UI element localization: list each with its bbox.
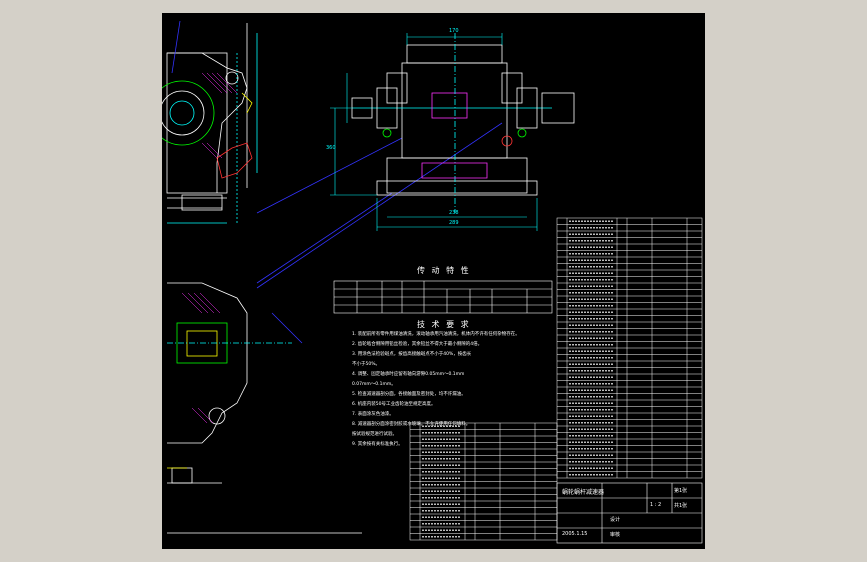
tech-requirement-line: 6. 机座内装50号工业齿轮油至规定高度。 [352,402,436,407]
tech-requirement-line: 4. 调整、固定轴承时应留有轴向游隙0.05mm～0.1mm [352,372,465,377]
title-date: 2005.1.15 [562,531,588,537]
tech-requirement-line: 2. 齿轮啮合侧隙用铅丝检验，其余铅丝不得大于最小侧隙的4倍。 [352,342,483,347]
dim-base-outer: 289 [449,220,459,226]
tech-requirement-line: 7. 表面涂灰色油漆。 [352,412,394,417]
oil-seal [216,142,253,179]
dim-height: 360 [326,145,336,151]
transmission-table [333,280,553,314]
parts-list [556,217,703,479]
bearing-circle-mid [162,90,205,136]
title-drawing-name: 蜗轮蜗杆减速器 [562,489,605,496]
lower-housing [386,157,528,194]
title-sheet: 第1张 [674,488,688,494]
front-view [351,33,575,213]
tech-requirement-line: 1. 装配前所有零件用煤油清洗，滚动轴承用汽油清洗，机体内不许有任何杂物存在。 [352,332,520,337]
side-hatch [201,72,238,159]
title-block [556,482,703,544]
parts-list-lower [409,422,558,541]
title-total: 共1张 [674,503,688,509]
side-leaders [171,20,503,289]
dim-top-width: 170 [449,28,459,34]
side-view-top [162,23,258,224]
tech-requirement-line: 不小于50%。 [352,362,381,367]
upper-housing [401,62,508,159]
base-flange [376,180,538,196]
tech-requirement-line: 8. 减速器剖分面涂密封胶或水玻璃，不允许使用任何填料。 [352,422,471,427]
cad-drawing [162,20,703,544]
tech-requirement-line: 0.07mm～0.1mm。 [352,382,396,387]
dim-base-inner: 238 [449,210,459,216]
tech-requirement-line: 3. 用涂色法检验斑点，按齿高接触斑点不小于40%，按齿长 [352,352,472,357]
transmission-table-title: 传 动 特 性 [417,266,471,275]
section-housing [167,282,248,444]
section-hatch [181,292,221,424]
side-view-bottom [167,282,362,534]
title-scale: 1 : 2 [650,502,662,508]
tech-requirements-title: 技 术 要 求 [417,320,471,329]
top-cover [406,44,503,64]
bearing-circle-inner [169,100,195,126]
title-designer: 设计 [610,517,621,523]
foot-pad [181,194,223,211]
bolt-circle [225,71,239,85]
tech-requirement-line: 9. 其余按有关标准执行。 [352,442,403,447]
bearing-circle-outer [162,80,215,146]
title-checker: 审核 [610,532,621,538]
cad-drawing-sheet: 传 动 特 性 技 术 要 求 1. 装配前所有零件用煤油清洗，滚动轴承用汽油清… [162,13,705,549]
tech-requirement-line: 按试验规范进行试验。 [352,432,397,437]
tech-requirement-line: 5. 检查减速器剖分面，各接触面及密封处，均不许漏油。 [352,392,466,397]
side-housing-contour [167,52,248,193]
bottom-bolt [208,407,226,425]
output-coupling [541,92,575,124]
front-dimensions [330,33,538,231]
